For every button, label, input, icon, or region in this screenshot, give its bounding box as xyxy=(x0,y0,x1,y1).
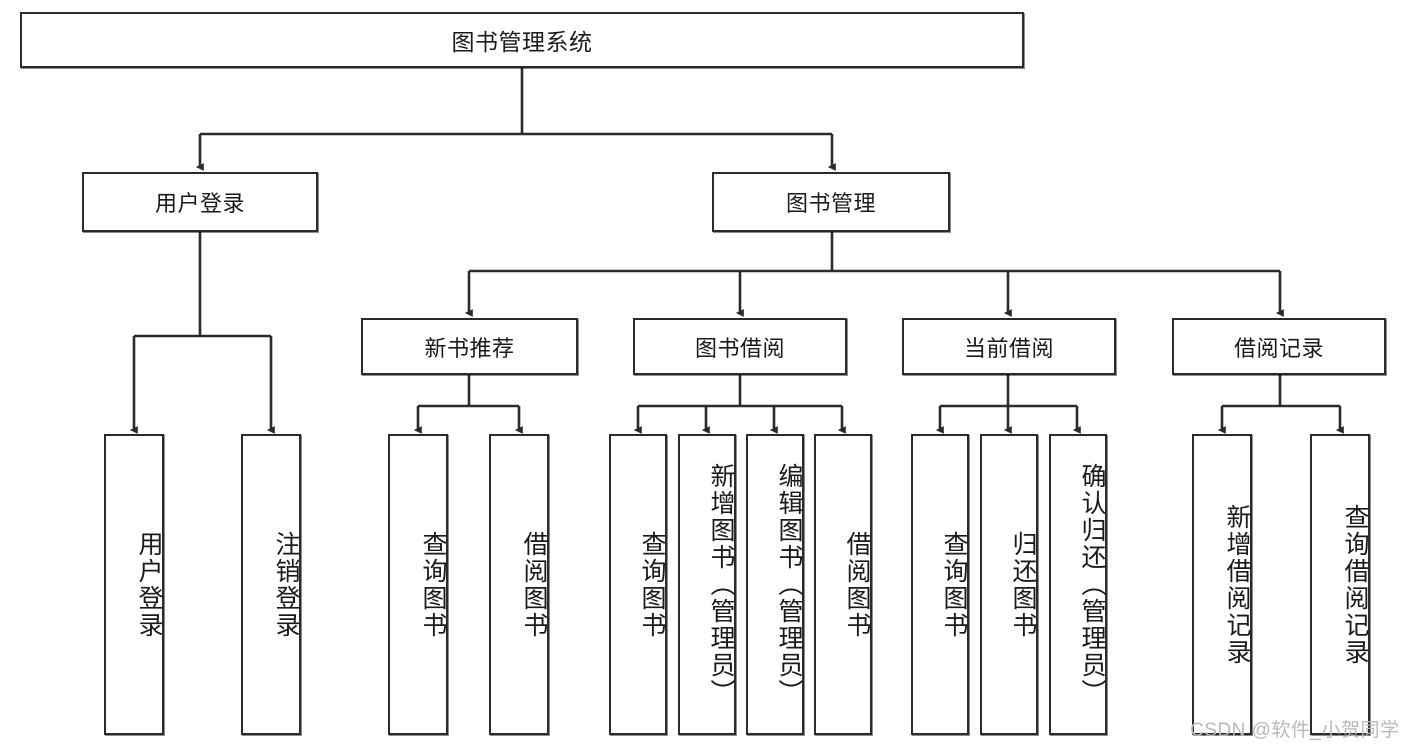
node-new-book-recommend[interactable]: 新书推荐 xyxy=(361,318,578,375)
node-borrow-record-label: 借阅记录 xyxy=(1233,335,1324,361)
node-borrow-record[interactable]: 借阅记录 xyxy=(1172,318,1386,375)
node-leaf-query-book-1[interactable]: 查询图书 xyxy=(388,434,448,735)
node-leaf-return-book-label: 归还图书 xyxy=(1009,530,1037,639)
node-leaf-query-book-1-label: 查询图书 xyxy=(419,530,447,639)
node-current-borrow[interactable]: 当前借阅 xyxy=(902,318,1116,375)
node-root-system-label: 图书管理系统 xyxy=(451,29,593,55)
node-leaf-query-record-label: 查询借阅记录 xyxy=(1341,503,1369,666)
node-leaf-logout-login-label: 注销登录 xyxy=(272,530,300,639)
node-leaf-query-book-3-label: 查询图书 xyxy=(940,530,968,639)
node-root-system[interactable]: 图书管理系统 xyxy=(20,12,1024,68)
node-user-login-label: 用户登录 xyxy=(154,191,245,216)
node-leaf-query-book-2-label: 查询图书 xyxy=(638,530,666,639)
node-leaf-edit-book[interactable]: 编辑图书（管理员） xyxy=(746,434,804,735)
node-leaf-add-book-label: 新增图书（管理员） xyxy=(707,463,735,706)
node-leaf-borrow-book-2-label: 借阅图书 xyxy=(843,530,871,639)
node-leaf-user-login[interactable]: 用户登录 xyxy=(104,434,164,735)
node-leaf-add-record[interactable]: 新增借阅记录 xyxy=(1192,434,1252,735)
node-leaf-confirm-return[interactable]: 确认归还（管理员） xyxy=(1049,434,1107,735)
node-new-book-recommend-label: 新书推荐 xyxy=(424,335,515,361)
node-leaf-logout-login[interactable]: 注销登录 xyxy=(241,434,301,735)
node-leaf-add-record-label: 新增借阅记录 xyxy=(1223,503,1251,666)
node-leaf-borrow-book-2[interactable]: 借阅图书 xyxy=(814,434,872,735)
node-leaf-confirm-return-label: 确认归还（管理员） xyxy=(1078,463,1106,706)
node-leaf-borrow-book-1-label: 借阅图书 xyxy=(520,530,548,639)
node-user-login[interactable]: 用户登录 xyxy=(82,172,318,232)
node-leaf-add-book[interactable]: 新增图书（管理员） xyxy=(678,434,736,735)
node-leaf-query-book-3[interactable]: 查询图书 xyxy=(911,434,969,735)
node-book-manage[interactable]: 图书管理 xyxy=(712,172,950,232)
node-leaf-borrow-book-1[interactable]: 借阅图书 xyxy=(489,434,549,735)
node-book-manage-label: 图书管理 xyxy=(785,191,876,216)
node-book-borrow[interactable]: 图书借阅 xyxy=(633,318,847,375)
node-leaf-user-login-label: 用户登录 xyxy=(135,530,163,639)
node-leaf-query-book-2[interactable]: 查询图书 xyxy=(609,434,667,735)
node-leaf-query-record[interactable]: 查询借阅记录 xyxy=(1310,434,1370,735)
node-leaf-edit-book-label: 编辑图书（管理员） xyxy=(775,463,803,706)
node-current-borrow-label: 当前借阅 xyxy=(963,335,1054,361)
node-leaf-return-book[interactable]: 归还图书 xyxy=(980,434,1038,735)
node-book-borrow-label: 图书借阅 xyxy=(694,335,785,361)
